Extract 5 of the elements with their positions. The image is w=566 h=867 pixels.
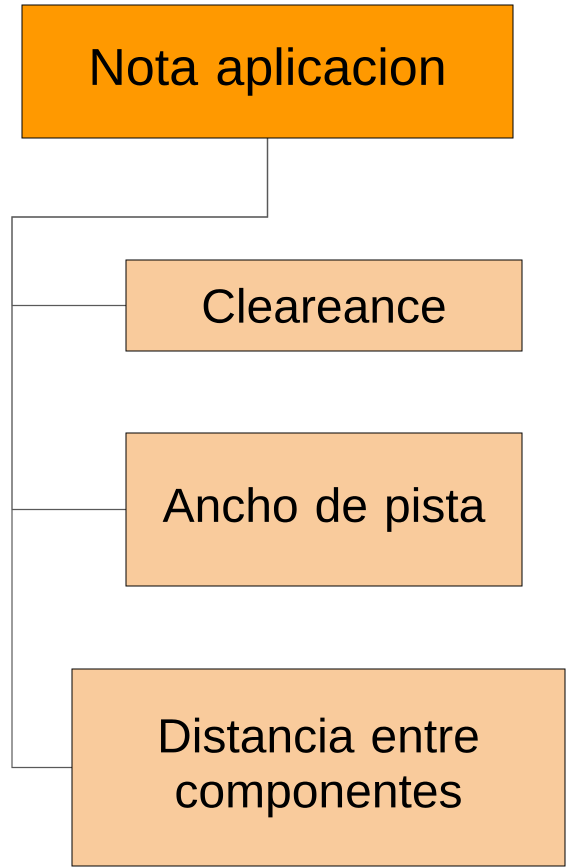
- topic-box: Ancho de pista: [126, 432, 522, 586]
- topic-box: Distancia entre componentes: [72, 668, 566, 866]
- topic-box: Cleareance: [126, 260, 522, 352]
- connector-line: [11, 138, 268, 768]
- title-box: Nota aplicacion: [22, 4, 514, 138]
